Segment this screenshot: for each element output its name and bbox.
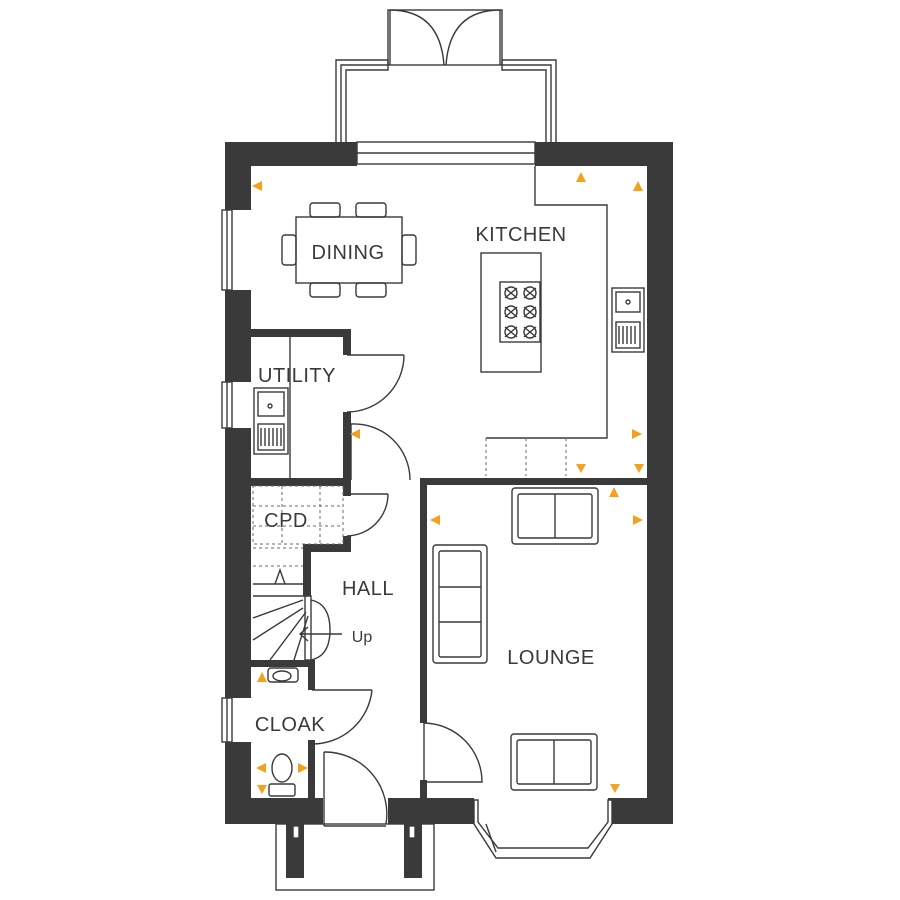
label-kitchen: KITCHEN xyxy=(475,224,566,246)
kitchen-units xyxy=(480,166,645,476)
label-cpd: CPD xyxy=(264,510,308,532)
dining-table xyxy=(281,202,417,298)
label-dining: DINING xyxy=(312,242,385,264)
rear-bay xyxy=(335,9,557,142)
front-porch xyxy=(275,823,435,891)
doors xyxy=(311,354,483,827)
label-utility: UTILITY xyxy=(258,365,336,387)
staircase xyxy=(252,485,344,661)
utility-fittings xyxy=(253,337,291,478)
lounge-furniture xyxy=(432,487,599,791)
label-hall: HALL xyxy=(342,578,394,600)
stairs-direction-label: Up xyxy=(352,629,373,646)
room-labels: DINING KITCHEN UTILITY CPD HALL Up LOUNG… xyxy=(255,224,594,736)
label-lounge: LOUNGE xyxy=(507,647,594,669)
cloak-fittings xyxy=(267,667,299,797)
socket-markers xyxy=(252,172,644,794)
windows xyxy=(221,141,536,743)
front-bay-window xyxy=(473,799,613,859)
internal-walls xyxy=(251,329,647,798)
outer-walls xyxy=(225,142,673,824)
label-cloak: CLOAK xyxy=(255,714,325,736)
